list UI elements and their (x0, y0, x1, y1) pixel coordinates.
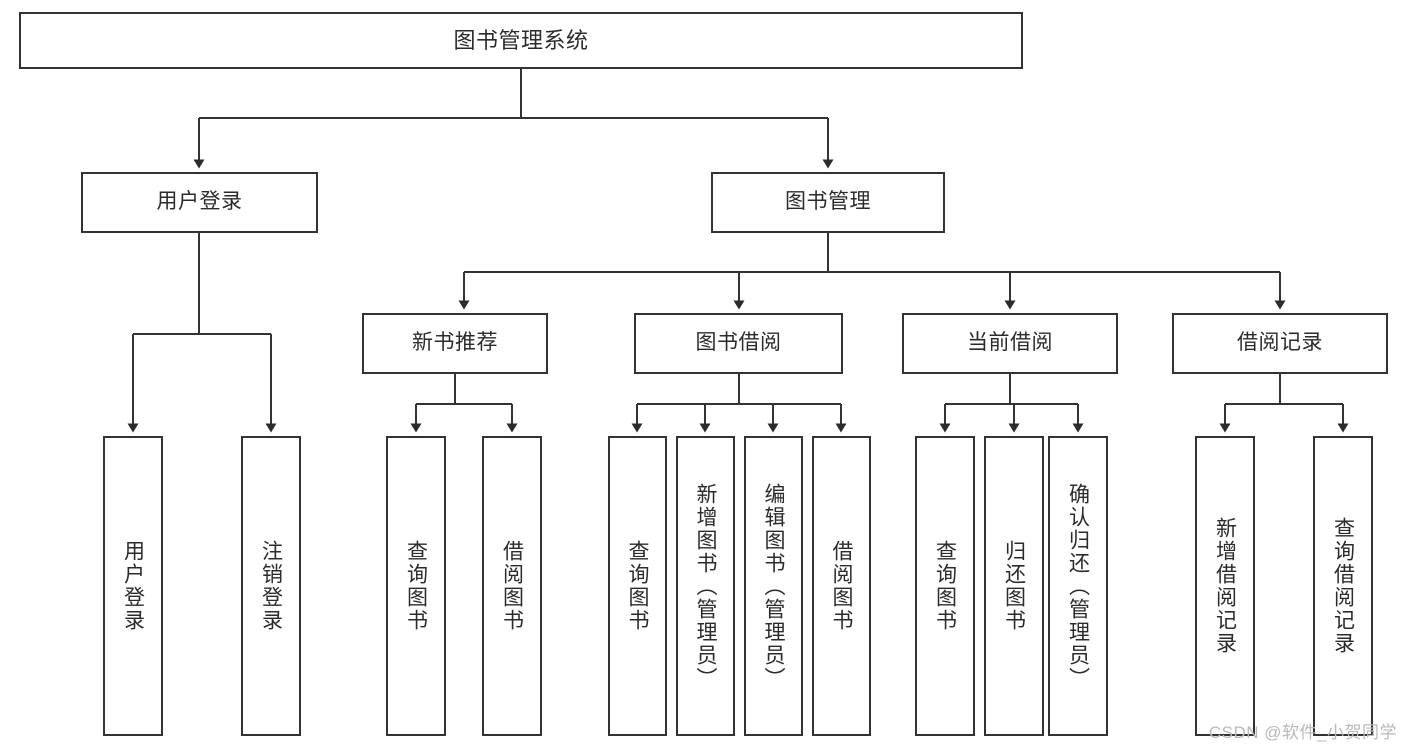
node-leaf-query-record[interactable]: 查询借阅记录 (1313, 436, 1373, 736)
node-borrow-record-label: 借阅记录 (1237, 331, 1323, 355)
node-user-login-label: 用户登录 (156, 190, 243, 214)
node-leaf-query-book-2-label: 查询图书 (626, 540, 650, 632)
node-leaf-query-book-1[interactable]: 查询图书 (386, 436, 446, 736)
node-leaf-add-record-label: 新增借阅记录 (1213, 517, 1237, 655)
node-leaf-borrow-book-2[interactable]: 借阅图书 (812, 436, 871, 736)
node-leaf-user-logout-label: 注销登录 (259, 540, 283, 632)
node-current-borrow-label: 当前借阅 (967, 331, 1053, 355)
node-leaf-return-book[interactable]: 归还图书 (984, 436, 1044, 736)
node-user-login[interactable]: 用户登录 (81, 172, 318, 233)
watermark: CSDN @软件_小贺同学 (1208, 723, 1397, 742)
node-root[interactable]: 图书管理系统 (19, 12, 1023, 69)
node-leaf-query-book-3-label: 查询图书 (933, 540, 957, 632)
node-leaf-add-book-label: 新增图书（管理员） (694, 482, 718, 690)
node-leaf-borrow-book-2-label: 借阅图书 (830, 540, 854, 632)
node-current-borrow[interactable]: 当前借阅 (902, 313, 1118, 374)
node-leaf-query-book-2[interactable]: 查询图书 (608, 436, 667, 736)
node-leaf-user-login-label: 用户登录 (121, 540, 145, 632)
node-leaf-confirm-return-label: 确认归还（管理员） (1066, 482, 1090, 690)
node-leaf-borrow-book-1[interactable]: 借阅图书 (482, 436, 542, 736)
node-leaf-confirm-return[interactable]: 确认归还（管理员） (1048, 436, 1108, 736)
node-leaf-query-record-label: 查询借阅记录 (1331, 517, 1355, 655)
node-leaf-user-logout[interactable]: 注销登录 (241, 436, 301, 736)
node-root-label: 图书管理系统 (453, 27, 589, 53)
node-book-manage[interactable]: 图书管理 (711, 172, 945, 233)
node-leaf-add-record[interactable]: 新增借阅记录 (1195, 436, 1255, 736)
node-book-manage-label: 图书管理 (785, 190, 871, 214)
node-leaf-query-book-1-label: 查询图书 (404, 540, 428, 632)
node-leaf-edit-book-label: 编辑图书（管理员） (762, 482, 786, 690)
node-leaf-add-book[interactable]: 新增图书（管理员） (676, 436, 735, 736)
node-leaf-borrow-book-1-label: 借阅图书 (500, 540, 524, 632)
node-borrow-record[interactable]: 借阅记录 (1172, 313, 1388, 374)
node-leaf-edit-book[interactable]: 编辑图书（管理员） (744, 436, 803, 736)
node-new-book-rec-label: 新书推荐 (412, 331, 498, 355)
node-new-book-rec[interactable]: 新书推荐 (362, 313, 548, 374)
node-leaf-user-login[interactable]: 用户登录 (103, 436, 163, 736)
node-leaf-return-book-label: 归还图书 (1002, 540, 1026, 632)
node-leaf-query-book-3[interactable]: 查询图书 (915, 436, 975, 736)
node-book-borrow[interactable]: 图书借阅 (634, 313, 843, 374)
node-book-borrow-label: 图书借阅 (695, 331, 782, 355)
